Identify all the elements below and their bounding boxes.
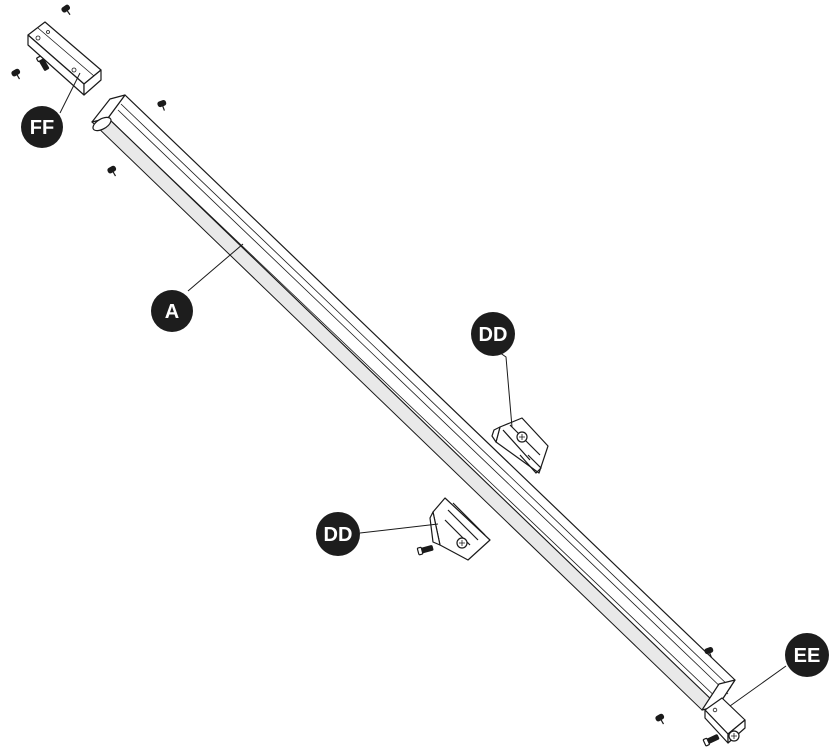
label-ff: FF — [21, 106, 63, 148]
bracket-ff — [27, 21, 102, 96]
leader-a — [187, 243, 244, 292]
bracket-dd-lower — [429, 497, 491, 561]
bracket-ee — [704, 697, 746, 744]
leader-dd-upper — [495, 349, 513, 428]
label-a-text: A — [165, 301, 179, 323]
screw — [107, 165, 117, 177]
screw — [11, 68, 21, 80]
screw — [416, 545, 434, 556]
label-a: A — [151, 290, 193, 332]
screw — [157, 99, 167, 111]
screw — [704, 646, 714, 658]
label-dd-lower-text: DD — [324, 524, 353, 546]
label-dd-upper: DD — [471, 312, 515, 356]
label-dd-lower: DD — [316, 512, 360, 556]
label-ee: EE — [785, 633, 829, 677]
leader-dd-lower — [359, 523, 439, 534]
bracket-dd-upper — [491, 417, 549, 474]
label-ee-text: EE — [794, 645, 821, 667]
rail-a — [91, 94, 736, 711]
label-dd-upper-text: DD — [479, 324, 508, 346]
leader-ee — [729, 665, 787, 707]
screw — [655, 713, 665, 725]
leader-ff — [59, 72, 81, 114]
screw — [702, 734, 720, 747]
screw — [61, 4, 71, 16]
label-ff-text: FF — [30, 117, 54, 139]
